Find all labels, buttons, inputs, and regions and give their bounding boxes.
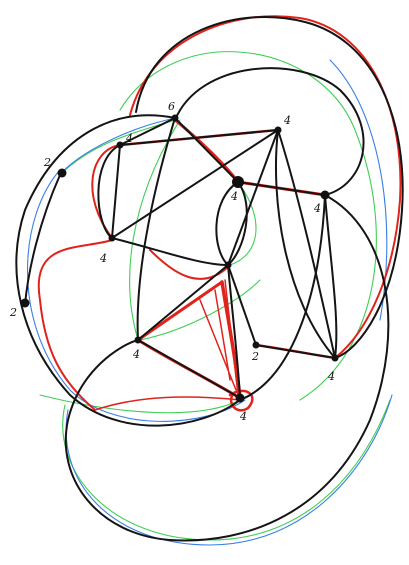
- label-top-left: 4: [125, 132, 133, 145]
- label-mid-left: 4: [99, 252, 107, 265]
- vertex-center-lower-right: [253, 342, 260, 349]
- edge-topleft-midleft: [112, 145, 120, 238]
- vertices: [21, 115, 339, 403]
- label-bottom-right: 4: [327, 370, 335, 383]
- red-far-left: [39, 240, 112, 410]
- edge-lowerright-bottomright: [256, 345, 335, 358]
- edge-inner-lowerleft: [138, 265, 228, 340]
- label-right: 4: [313, 202, 321, 215]
- edge-midleft-inner: [112, 238, 228, 265]
- vertex-mid-left: [109, 235, 116, 242]
- vertex-top-right: [275, 127, 282, 134]
- label-center-lower-right: 2: [251, 350, 259, 363]
- red-tri-left: [138, 282, 222, 340]
- black-curves: [16, 17, 402, 541]
- vertex-inner: [225, 262, 232, 269]
- label-top: 6: [168, 100, 175, 113]
- edge-top-center: [175, 118, 238, 182]
- vertex-top-left: [117, 142, 124, 149]
- vertex-bottom: [236, 394, 245, 403]
- label-bottom: 4: [239, 410, 247, 423]
- edge-center-right: [238, 182, 325, 195]
- label-center-lower-left: 4: [132, 348, 140, 361]
- edge-top-lowerleft: [138, 118, 175, 340]
- vertex-center-lower-left: [135, 337, 142, 344]
- label-far-left-top: 2: [43, 156, 51, 169]
- edge-topright-bottomright-b: [276, 130, 335, 358]
- label-center-upper: 4: [230, 190, 238, 203]
- green-outer-arc: [120, 52, 376, 400]
- vertex-top: [172, 115, 179, 122]
- green-curves: [40, 52, 390, 540]
- vertex-far-left-top: [58, 169, 67, 178]
- vertex-center-upper: [232, 176, 244, 188]
- vertex-bottom-right: [332, 355, 339, 362]
- label-far-left-bottom: 2: [9, 306, 17, 319]
- edge-bottom-right: [240, 195, 325, 400]
- vertex-far-left-bottom: [21, 299, 30, 308]
- label-top-right: 4: [283, 114, 291, 127]
- edge-right-bottomright: [325, 195, 336, 358]
- edge-topright-bottomright-a: [278, 130, 335, 358]
- vertex-right: [321, 191, 330, 200]
